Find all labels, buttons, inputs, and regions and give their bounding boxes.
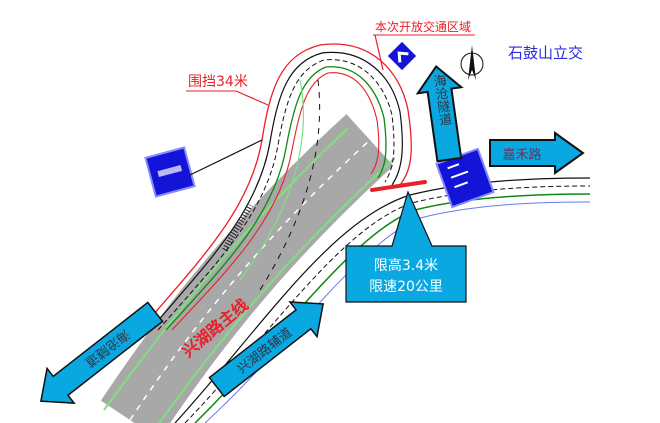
arrow-label: 嘉禾路 — [502, 147, 541, 163]
limit-callout: 限高3.4米 限速20公里 — [345, 190, 467, 303]
main-line-lane-marks — [129, 139, 371, 421]
barrier-leader — [235, 90, 269, 106]
north-arrow-icon — [460, 45, 484, 80]
green-edge-line — [103, 127, 349, 411]
open-area-leader — [374, 34, 384, 71]
green-edge-line — [158, 157, 396, 423]
aux-road — [174, 177, 591, 423]
speed-limit-text: 限速20公里 — [369, 279, 443, 295]
height-limit-text: 限高3.4米 — [374, 257, 438, 274]
loop-ramp — [139, 43, 412, 331]
barrier-label: 围挡34米 — [188, 74, 248, 90]
arrow-jiahe-road: 嘉禾路 — [489, 131, 585, 175]
arrow-haicang-tunnel-north: 海沧隧道 — [415, 65, 464, 163]
closure-bar — [370, 180, 427, 192]
direction-sign-icon — [387, 41, 417, 71]
guide-sign-left — [144, 146, 196, 198]
open-area-label: 本次开放交通区域 — [375, 19, 471, 34]
guide-sign-right — [435, 147, 495, 209]
sign-leader-line — [189, 139, 263, 176]
interchange-title: 石鼓山立交 — [508, 44, 583, 62]
